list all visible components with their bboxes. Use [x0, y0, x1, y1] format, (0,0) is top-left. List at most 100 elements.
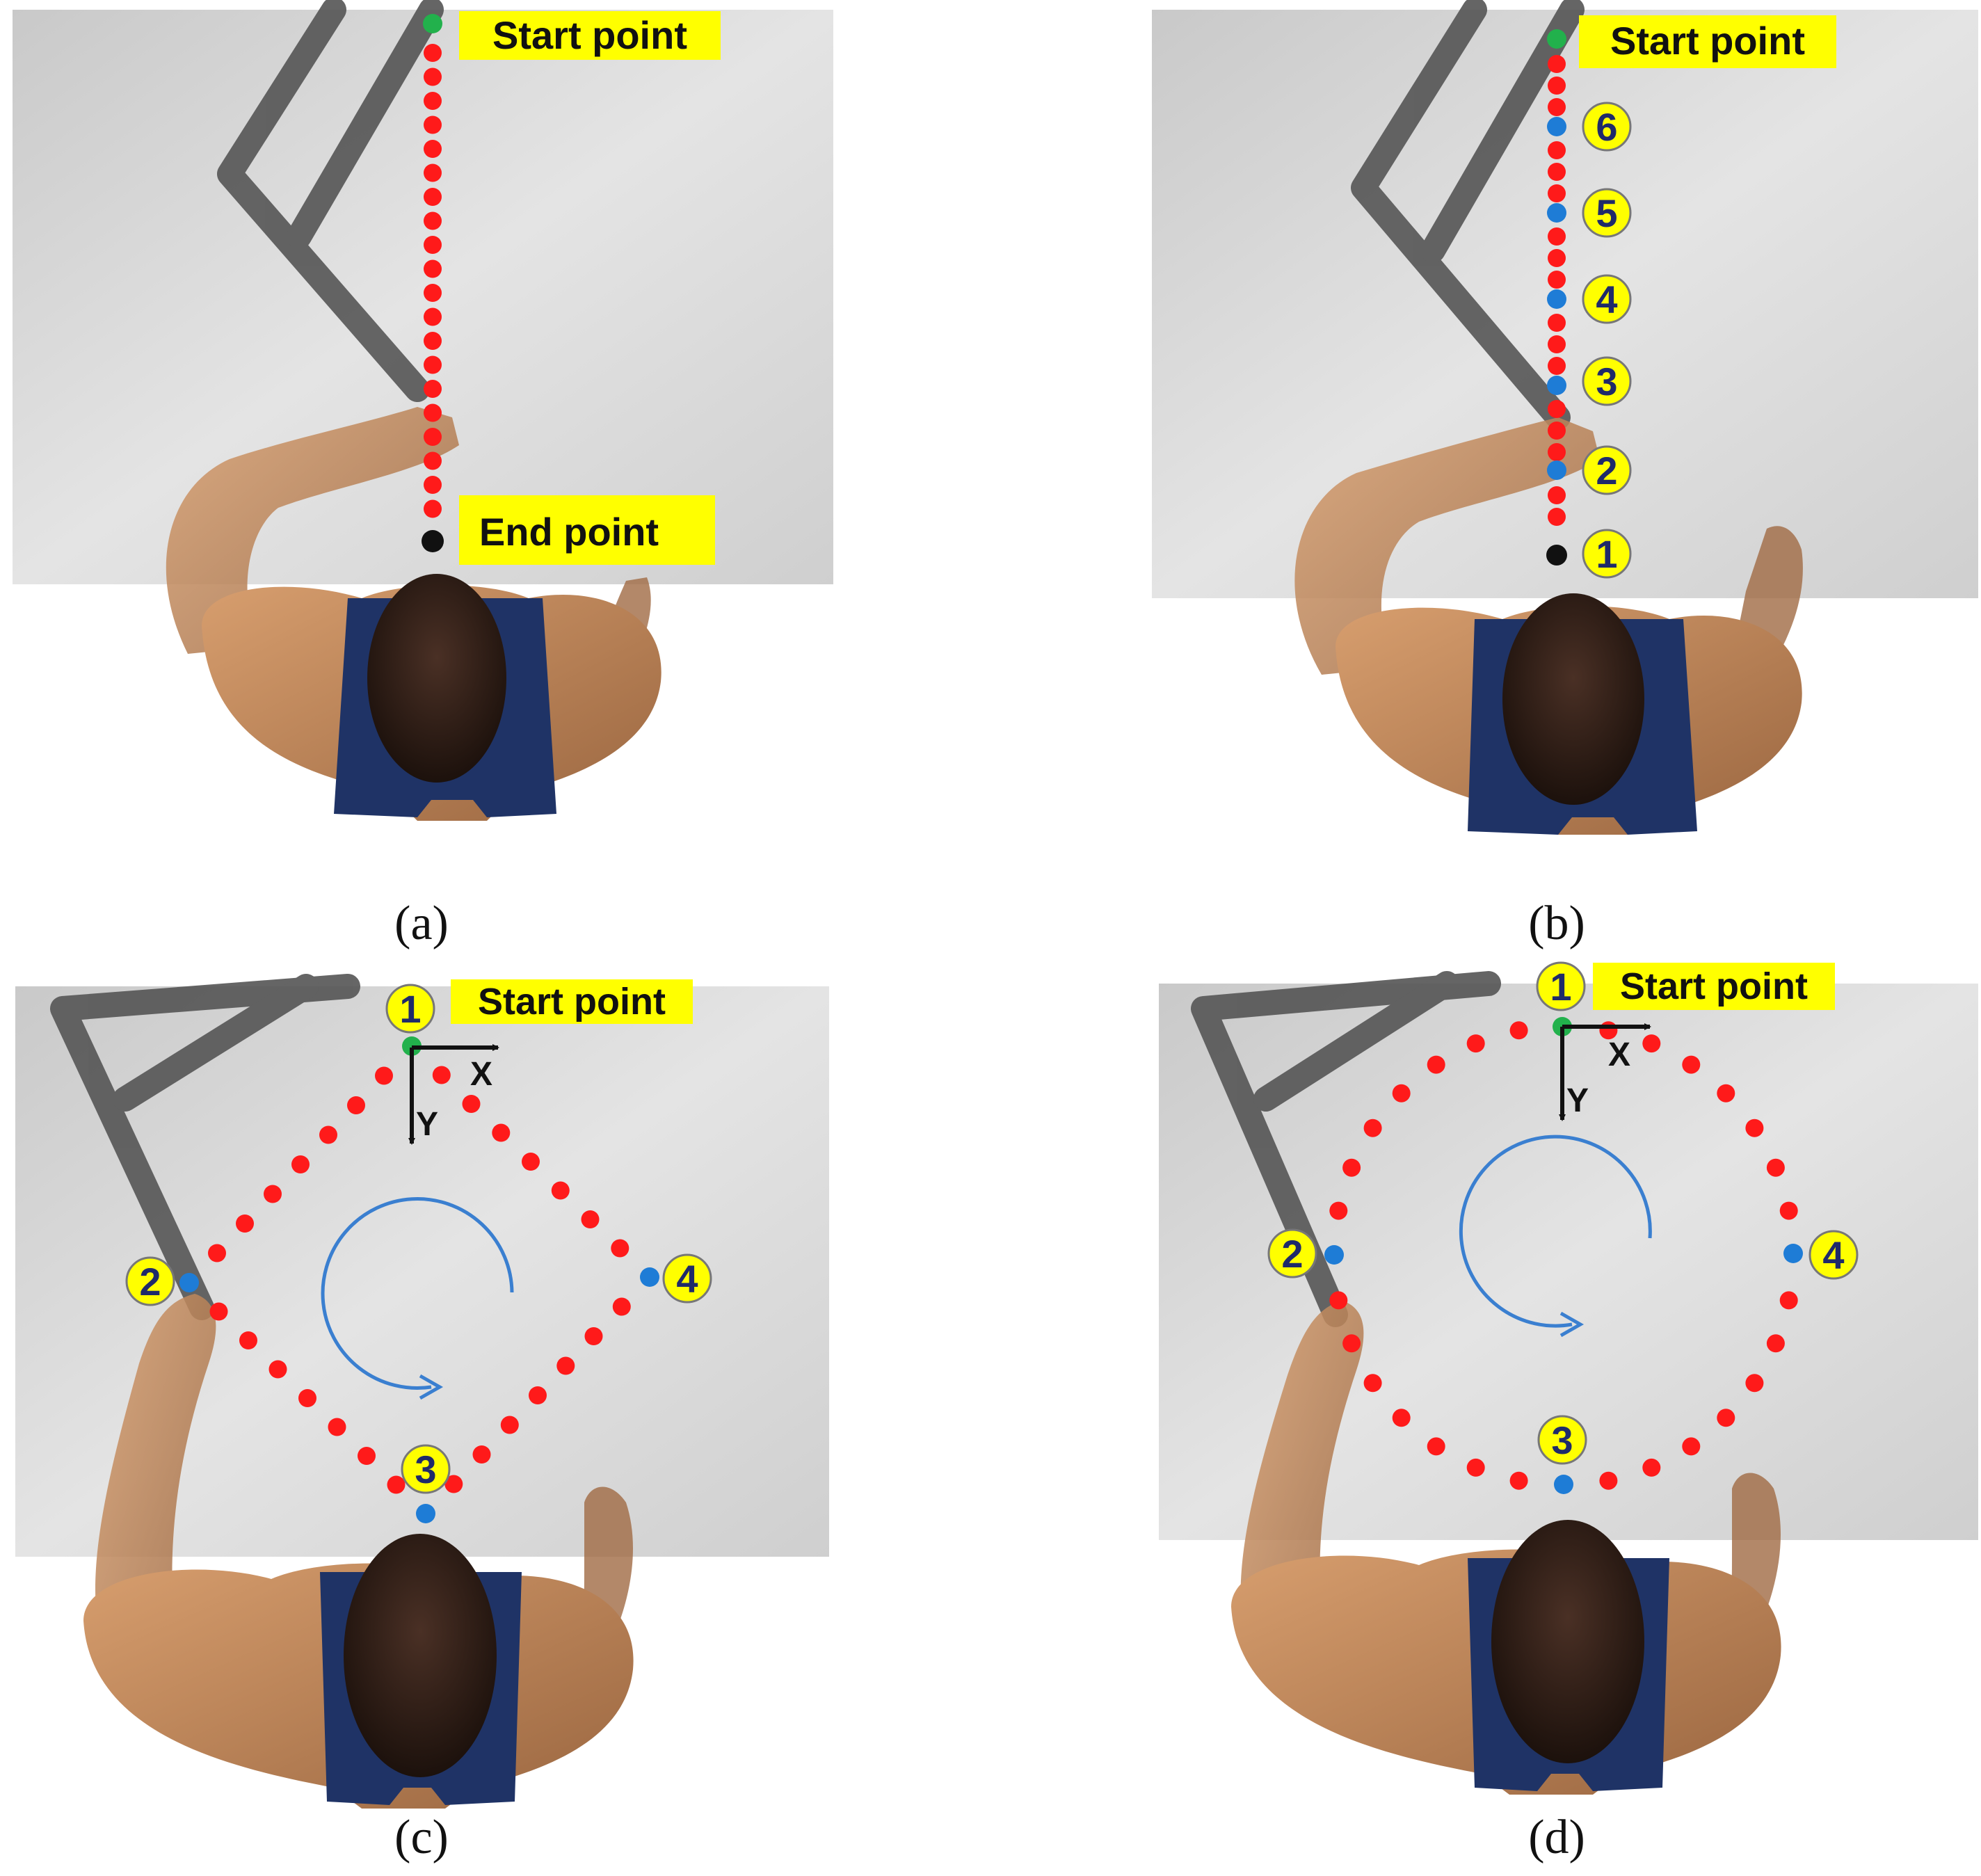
trajectory-line [208, 1066, 631, 1494]
trajectory-dot [1548, 163, 1566, 181]
waypoint-number: 3 [1596, 360, 1617, 403]
trajectory-dot [1548, 227, 1566, 246]
waypoint-badges: 1 2 3 4 [1267, 961, 1859, 1465]
trajectory-dot [424, 403, 442, 422]
trajectory-dot [1642, 1034, 1661, 1053]
trajectory-dot [1548, 249, 1566, 267]
trajectory-dot [424, 499, 442, 518]
trajectory-dot [264, 1185, 282, 1203]
robot-handle [217, 0, 444, 402]
trajectory-dot [444, 1475, 463, 1493]
waypoint-dots [179, 1036, 659, 1523]
trajectory-dot [424, 92, 442, 110]
axis-x-label: X [1608, 1036, 1630, 1073]
trajectory-dot [1363, 1119, 1382, 1137]
start-label-text: Start point [478, 981, 666, 1023]
trajectory-dot [387, 1475, 406, 1494]
waypoint-number: 6 [1596, 105, 1617, 149]
trajectory-dot [424, 163, 442, 182]
trajectory-dot [236, 1214, 254, 1233]
trajectory-dot [529, 1386, 547, 1404]
trajectory-dot [1329, 1201, 1348, 1220]
trajectory-dot [472, 1445, 491, 1464]
head [1502, 593, 1644, 805]
trajectory-dot [1548, 314, 1566, 332]
trajectory-line [1329, 1021, 1798, 1490]
waypoint-number: 2 [1596, 449, 1617, 492]
subject [1231, 1301, 1781, 1795]
trajectory-dot [424, 355, 442, 374]
trajectory-dot [1548, 486, 1566, 504]
trajectory-dot [1548, 77, 1566, 95]
trajectory-dot [1509, 1021, 1528, 1040]
trajectory-dot [584, 1327, 603, 1345]
trajectory-dot [1392, 1084, 1411, 1103]
trajectory-dot [1548, 184, 1566, 202]
trajectory-dot [424, 115, 442, 134]
subject [1294, 417, 1803, 835]
head [344, 1534, 497, 1777]
trajectory-dot [424, 332, 442, 350]
waypoint-number: 2 [1281, 1232, 1303, 1276]
trajectory-dot [1548, 271, 1566, 289]
trajectory-dot [424, 236, 442, 254]
waypoint-number: 4 [676, 1257, 698, 1301]
trajectory-dot [1548, 98, 1566, 116]
trajectory-dot [1548, 335, 1566, 353]
trajectory-dot [358, 1447, 376, 1465]
trajectory-dot [291, 1155, 310, 1173]
trajectory-dot [208, 1244, 226, 1262]
trajectory-dot [424, 140, 442, 158]
trajectory-dot [432, 1066, 451, 1084]
trajectory-dot [1342, 1158, 1361, 1177]
trajectory-dot [1466, 1458, 1485, 1477]
trajectory-dot [424, 451, 442, 470]
trajectory-dot [1745, 1119, 1764, 1137]
trajectory-dot [424, 476, 442, 494]
trajectory-dot [424, 307, 442, 326]
robot-handle [1351, 0, 1585, 430]
trajectory-dot [1363, 1374, 1382, 1393]
trajectory-dot [209, 1302, 228, 1321]
trajectory-line [1548, 55, 1566, 526]
waypoint-badges: 1 2 3 4 5 6 [1582, 102, 1632, 579]
waypoint-badge-4: 4 [662, 1253, 712, 1304]
caption-b: (b) [1528, 897, 1585, 950]
waypoint-badge-1: 1 [1582, 529, 1632, 579]
trajectory-dot [1717, 1084, 1735, 1103]
waypoint-badge-3: 3 [1582, 356, 1632, 406]
waypoint-badge-3: 3 [1537, 1415, 1587, 1465]
head [1491, 1520, 1644, 1763]
trajectory-dot [1392, 1409, 1411, 1427]
trajectory-dot [424, 284, 442, 302]
direction-arrow [321, 1196, 514, 1400]
start-label-text: Start point [492, 13, 687, 57]
panel-d: X Y Start point 1 2 3 4 (d) [1159, 961, 1978, 1864]
trajectory-dot [1682, 1055, 1701, 1074]
trajectory-dot [612, 1297, 631, 1316]
trajectory-dot [424, 44, 442, 62]
trajectory-dot [1766, 1158, 1785, 1177]
panel-b: Start point 1 2 3 4 5 6 (b) [1152, 0, 1978, 950]
robot-handle [50, 974, 360, 1320]
panel-a: Start point End point (a) [13, 0, 833, 950]
waypoint-badges: 1 2 3 4 [125, 984, 712, 1494]
trajectory-dot [1717, 1409, 1735, 1427]
subject [83, 1294, 634, 1809]
trajectory-dot [424, 67, 442, 86]
start-label: Start point [1579, 15, 1836, 68]
trajectory-line [424, 44, 442, 518]
trajectory-dot [1779, 1291, 1798, 1310]
caption-c: (c) [394, 1811, 449, 1864]
waypoint-number: 3 [415, 1448, 436, 1491]
waypoint-number: 1 [399, 987, 421, 1031]
waypoint-number: 4 [1596, 278, 1617, 321]
caption-a: (a) [394, 897, 449, 950]
trajectory-dot [492, 1123, 511, 1142]
start-label: Start point [451, 979, 693, 1024]
trajectory-dot [424, 188, 442, 206]
trajectory-dot [1548, 55, 1566, 73]
waypoint-badge-2: 2 [1267, 1228, 1317, 1278]
trajectory-dot [556, 1356, 575, 1375]
trajectory-dot [424, 428, 442, 446]
